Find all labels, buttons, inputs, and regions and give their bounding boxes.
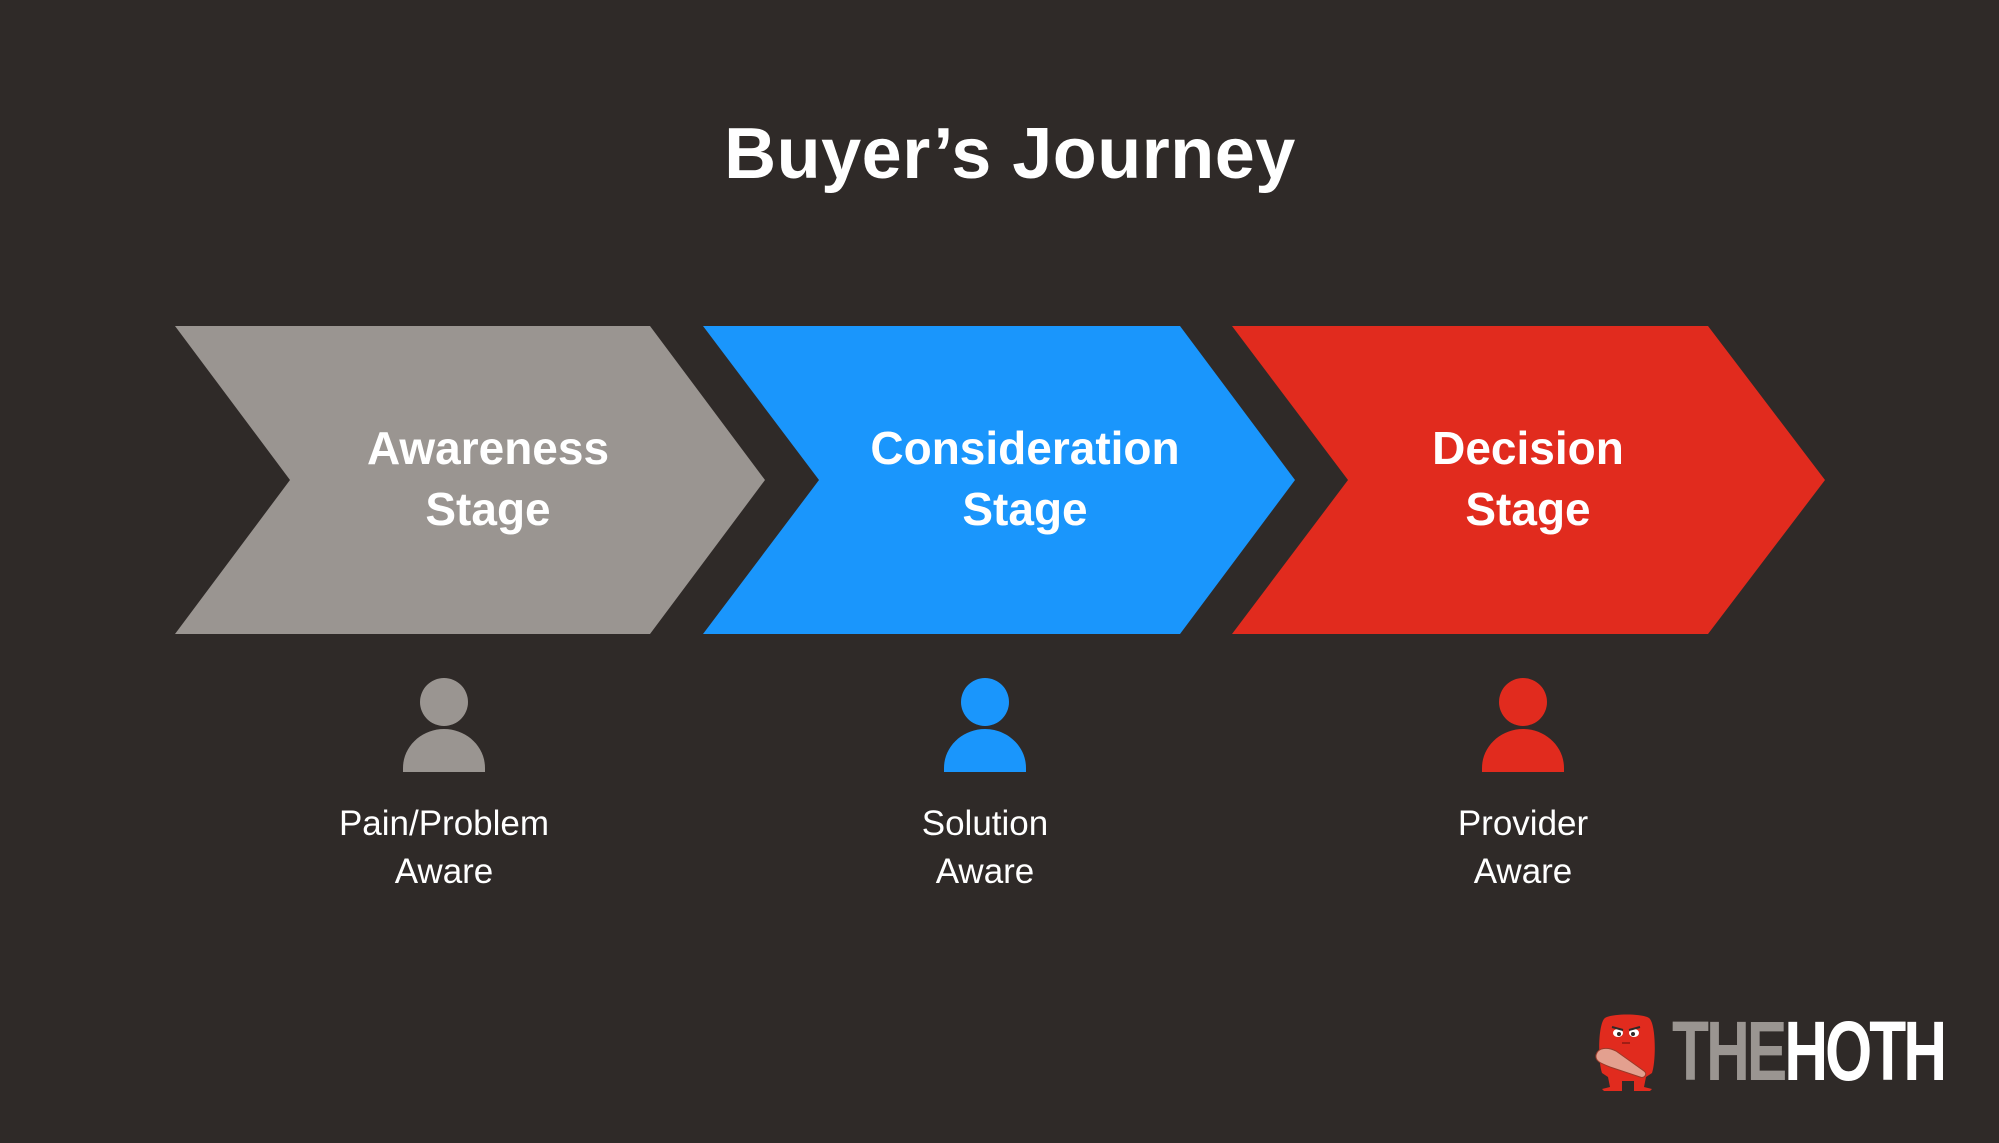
- decision-person-icon: [1482, 678, 1564, 772]
- awareness-stage-line2: Stage: [425, 483, 551, 535]
- awareness-person-icon: [403, 678, 485, 772]
- consideration-persona-line1: Solution: [921, 804, 1049, 843]
- consideration-persona-label: Solution Aware: [805, 800, 1165, 896]
- hoth-mascot-icon: [1595, 1014, 1655, 1091]
- awareness-stage-line1: Awareness: [366, 422, 610, 474]
- thehoth-logo: THE HOTH: [1594, 1004, 1999, 1098]
- awareness-persona-label: Pain/Problem Aware: [264, 800, 624, 896]
- decision-persona-line1: Provider: [1457, 804, 1589, 843]
- decision-persona-label: Provider Aware: [1343, 800, 1703, 896]
- decision-persona-line2: Aware: [1473, 852, 1573, 891]
- consideration-stage-line2: Stage: [962, 483, 1088, 535]
- decision-chevron: [1232, 326, 1825, 634]
- consideration-person-icon: [944, 678, 1026, 772]
- logo-the: THE: [1672, 1004, 1787, 1098]
- page-title: Buyer’s Journey: [724, 114, 1296, 194]
- consideration-stage-label: Consideration Stage: [825, 418, 1225, 540]
- awareness-persona-line1: Pain/Problem: [338, 804, 550, 843]
- awareness-chevron: [175, 326, 765, 634]
- consideration-persona-line2: Aware: [935, 852, 1035, 891]
- consideration-stage-line1: Consideration: [870, 422, 1180, 474]
- decision-stage-line1: Decision: [1432, 422, 1624, 474]
- decision-stage-line2: Stage: [1465, 483, 1591, 535]
- logo-wordmark: THE HOTH: [1672, 1004, 1947, 1098]
- awareness-persona-line2: Aware: [394, 852, 494, 891]
- logo-hoth: HOTH: [1784, 1004, 1947, 1098]
- consideration-chevron: [703, 326, 1295, 634]
- decision-stage-label: Decision Stage: [1328, 418, 1728, 540]
- awareness-stage-label: Awareness Stage: [288, 418, 688, 540]
